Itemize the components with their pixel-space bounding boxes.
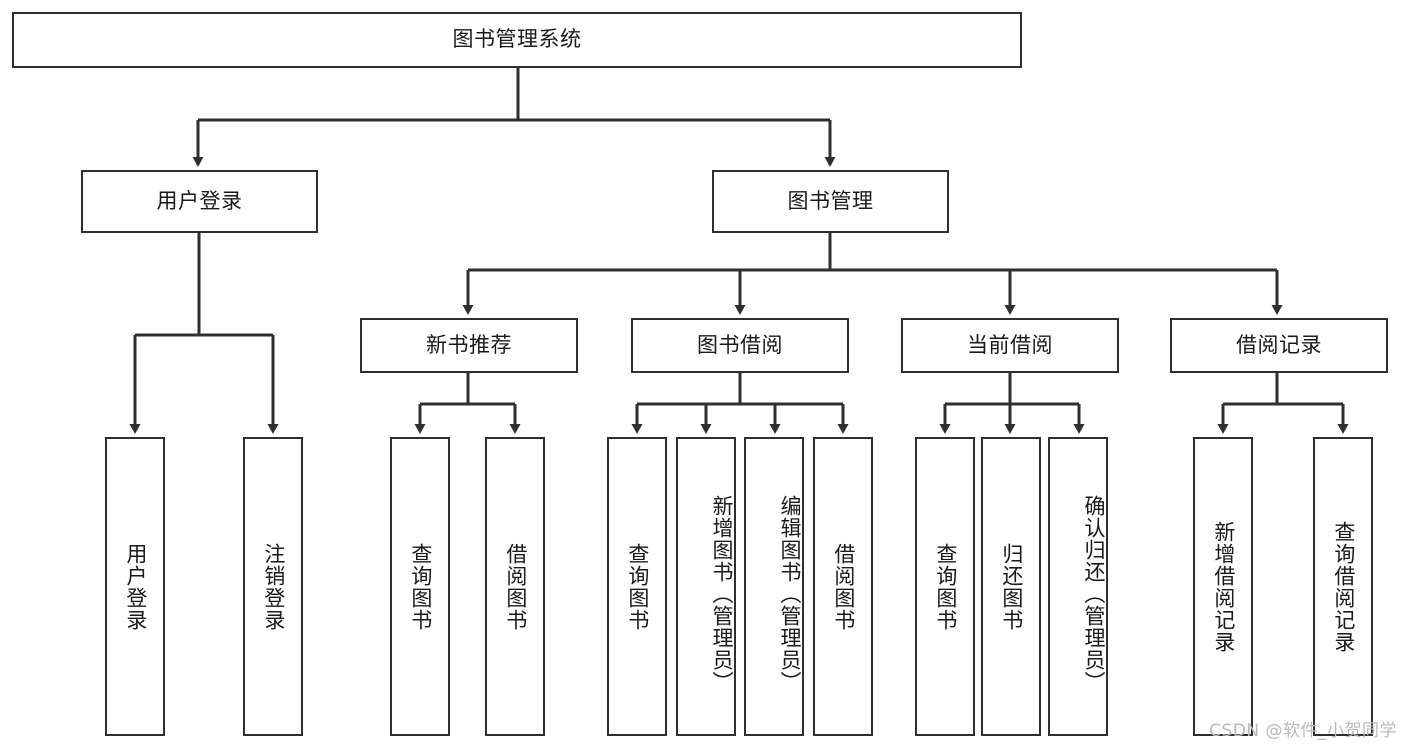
leaf-user-login-login[interactable]: 用户登录 xyxy=(105,437,165,736)
leaf-new-book-borrow-book[interactable]: 借阅图书 xyxy=(485,437,545,736)
leaf-book-borrow-add-book-admin[interactable]: 新增图书（管理员） xyxy=(676,437,736,736)
csdn-watermark: CSDN @软件_小贺同学 xyxy=(1209,721,1397,741)
leaf-borrow-record-add-record[interactable]: 新增借阅记录 xyxy=(1193,437,1253,736)
leaf-new-book-query-book[interactable]: 查询图书 xyxy=(390,437,450,736)
node-borrow-record[interactable]: 借阅记录 xyxy=(1170,318,1388,373)
leaf-book-borrow-edit-book-admin[interactable]: 编辑图书（管理员） xyxy=(744,437,804,736)
leaf-book-borrow-query-book[interactable]: 查询图书 xyxy=(607,437,667,736)
leaf-borrow-record-query-record[interactable]: 查询借阅记录 xyxy=(1313,437,1373,736)
leaf-book-borrow-borrow-book[interactable]: 借阅图书 xyxy=(813,437,873,736)
leaf-current-borrow-confirm-return-admin[interactable]: 确认归还（管理员） xyxy=(1048,437,1108,736)
node-root-system[interactable]: 图书管理系统 xyxy=(12,12,1022,68)
node-user-login[interactable]: 用户登录 xyxy=(81,170,318,233)
node-book-management[interactable]: 图书管理 xyxy=(712,170,949,233)
node-current-borrow[interactable]: 当前借阅 xyxy=(901,318,1119,373)
leaf-user-login-logout[interactable]: 注销登录 xyxy=(243,437,303,736)
node-book-borrow[interactable]: 图书借阅 xyxy=(631,318,849,373)
leaf-current-borrow-return-book[interactable]: 归还图书 xyxy=(981,437,1041,736)
node-new-book-recommend[interactable]: 新书推荐 xyxy=(360,318,578,373)
leaf-current-borrow-query-book[interactable]: 查询图书 xyxy=(915,437,975,736)
